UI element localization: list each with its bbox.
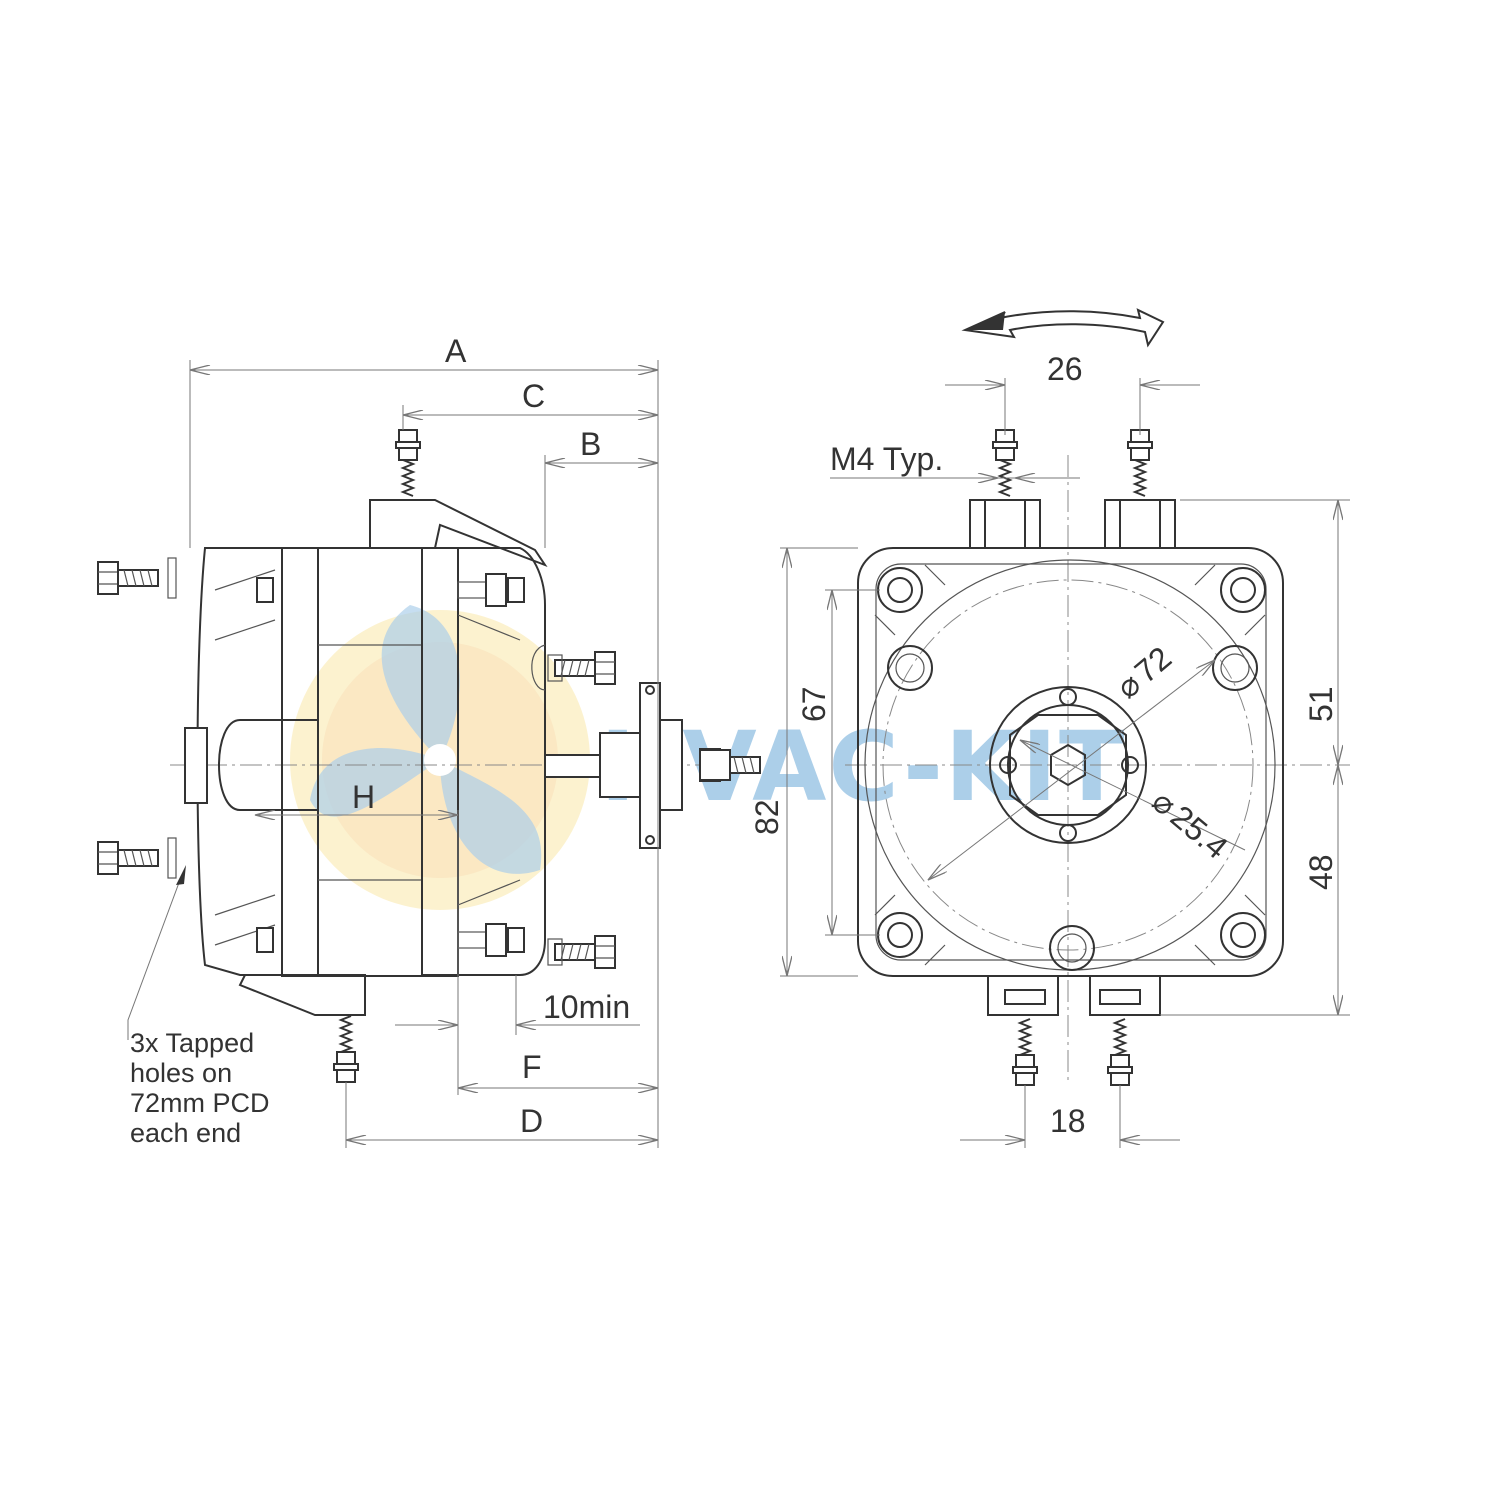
note-line-4: each end bbox=[130, 1118, 241, 1148]
dim-18-label: 18 bbox=[1050, 1103, 1086, 1139]
corner-boss-tl bbox=[877, 567, 923, 613]
dim-51-label: 51 bbox=[1303, 686, 1339, 722]
thread-spec-label: M4 Typ. bbox=[830, 441, 943, 477]
watermark-logo bbox=[290, 605, 590, 910]
dim-h-label: H bbox=[352, 779, 375, 815]
dim-d-label: D bbox=[520, 1103, 543, 1139]
dim-f-label: F bbox=[522, 1049, 542, 1085]
note-line-2: holes on bbox=[130, 1058, 232, 1088]
dim-67-label: 67 bbox=[796, 686, 832, 722]
dim-48-label: 48 bbox=[1303, 854, 1339, 890]
corner-boss-bl bbox=[877, 912, 923, 958]
front-view bbox=[780, 308, 1350, 1148]
side-view bbox=[97, 360, 761, 1148]
dim-26-label: 26 bbox=[1047, 351, 1083, 387]
dim-25-4-label: 25.4 bbox=[1164, 798, 1235, 866]
rotation-arrow-icon bbox=[961, 308, 1165, 348]
dim-a-label: A bbox=[445, 333, 467, 369]
corner-boss-tr bbox=[1220, 567, 1266, 613]
dim-c-label: C bbox=[522, 378, 545, 414]
dim-82-label: 82 bbox=[749, 799, 785, 835]
note-line-3: 72mm PCD bbox=[130, 1088, 270, 1118]
dim-b-label: B bbox=[580, 426, 601, 462]
corner-boss-br bbox=[1220, 912, 1266, 958]
note-line-1: 3x Tapped bbox=[130, 1028, 254, 1058]
dim-clearance-label: 10min bbox=[543, 989, 630, 1025]
